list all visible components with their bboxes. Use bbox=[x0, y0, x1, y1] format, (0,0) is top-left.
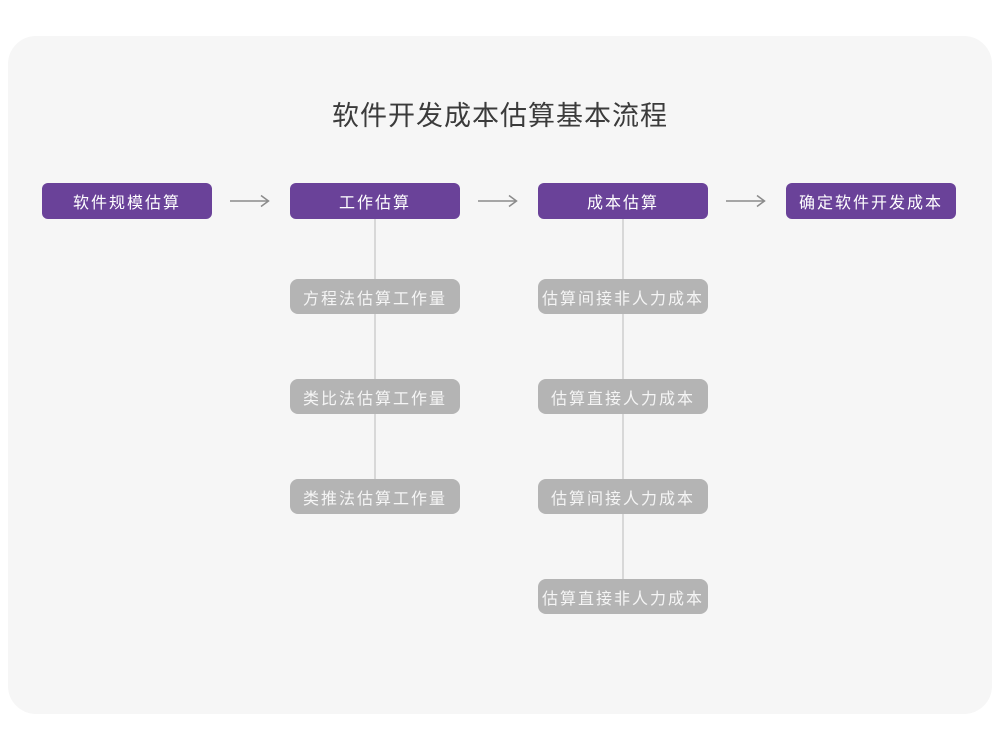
flowchart-card bbox=[8, 36, 992, 714]
stage-box-final-cost: 确定软件开发成本 bbox=[786, 183, 956, 219]
sub-box-indirect-nonlabor-cost: 估算间接非人力成本 bbox=[538, 279, 708, 314]
right-arrow-icon bbox=[726, 194, 766, 208]
sub-box-direct-nonlabor-cost: 估算直接非人力成本 bbox=[538, 579, 708, 614]
stage-box-cost-estimation: 成本估算 bbox=[538, 183, 708, 219]
right-arrow-icon bbox=[478, 194, 518, 208]
diagram-title: 软件开发成本估算基本流程 bbox=[332, 101, 668, 131]
connector-line-work bbox=[374, 219, 376, 497]
right-arrow-icon bbox=[230, 194, 270, 208]
sub-box-extrapolation-method: 类推法估算工作量 bbox=[290, 479, 460, 514]
sub-box-direct-labor-cost: 估算直接人力成本 bbox=[538, 379, 708, 414]
stage-box-work-estimation: 工作估算 bbox=[290, 183, 460, 219]
sub-box-analogy-method: 类比法估算工作量 bbox=[290, 379, 460, 414]
stage-box-software-scale: 软件规模估算 bbox=[42, 183, 212, 219]
sub-box-indirect-labor-cost: 估算间接人力成本 bbox=[538, 479, 708, 514]
sub-box-equation-method: 方程法估算工作量 bbox=[290, 279, 460, 314]
